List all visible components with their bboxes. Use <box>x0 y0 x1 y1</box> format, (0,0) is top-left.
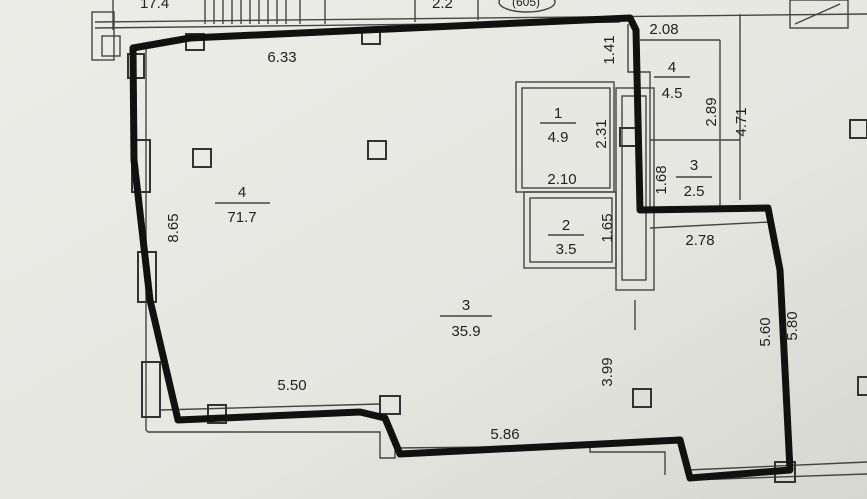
dim-bottom-mid: 5.86 <box>490 426 519 443</box>
dim-right-outer: 5.80 <box>784 311 801 340</box>
dim-r4-height-outer: 4.71 <box>733 107 750 136</box>
dim-r1-width: 2.10 <box>547 171 576 188</box>
dim-right-inner: 5.60 <box>757 317 774 346</box>
dim-left-wall: 8.65 <box>165 213 182 242</box>
room-small2-number: 2 <box>562 217 570 234</box>
dim-r3-height: 1.68 <box>653 165 670 194</box>
room-main-area: 35.9 <box>451 323 480 340</box>
room-midright-number: 3 <box>690 157 698 174</box>
dim-top-right: 2.08 <box>649 21 678 38</box>
stair-lines <box>204 0 326 24</box>
top-label-circle: (605) <box>512 0 540 9</box>
dim-r1-height: 2.31 <box>593 119 610 148</box>
top-strip <box>91 0 867 61</box>
room-big-number: 4 <box>238 184 246 201</box>
dim-ledge: 2.78 <box>685 232 714 249</box>
dim-top-wall: 6.33 <box>267 49 296 66</box>
dim-r4-height: 2.89 <box>703 97 720 126</box>
dim-inner-vertical: 3.99 <box>599 357 616 386</box>
top-label-left: 17.4 <box>140 0 169 12</box>
thin-walls <box>145 14 867 481</box>
room-midright-area: 2.5 <box>684 183 705 200</box>
room-topright-number: 4 <box>668 59 676 76</box>
room-topright-area: 4.5 <box>662 85 683 102</box>
fraction-bars <box>215 76 712 317</box>
room-small1-number: 1 <box>554 105 562 122</box>
room-small2-area: 3.5 <box>556 241 577 258</box>
bold-boundary <box>129 14 794 482</box>
dim-r2-height: 1.65 <box>599 213 616 242</box>
dim-shaft-top: 1.41 <box>601 35 618 64</box>
room-main-number: 3 <box>462 297 470 314</box>
top-label-mid: 2.2 <box>432 0 453 12</box>
dim-bottom-left: 5.50 <box>277 377 306 394</box>
room-small1-area: 4.9 <box>548 129 569 146</box>
room-big-area: 71.7 <box>227 209 256 226</box>
